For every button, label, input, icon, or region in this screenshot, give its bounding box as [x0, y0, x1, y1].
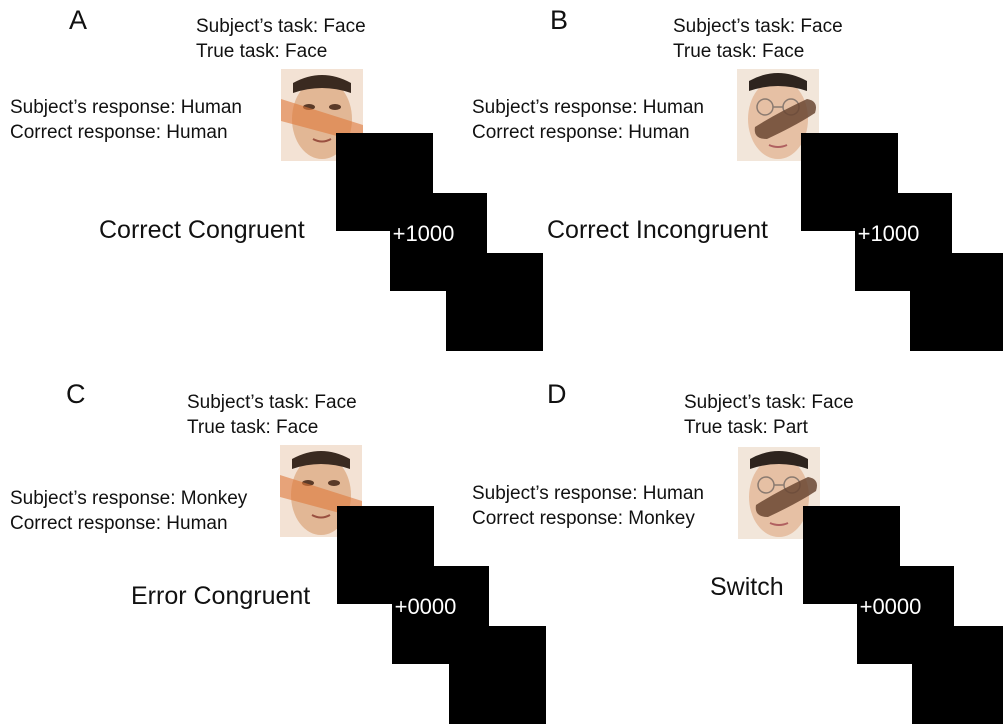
- subject-response-label: Subject’s response: Human: [472, 97, 704, 118]
- screen-square-3: [449, 626, 546, 724]
- correct-response-label: Correct response: Human: [10, 513, 228, 534]
- subject-task-label: Subject’s task: Face: [187, 392, 357, 413]
- panel-c: C Subject’s task: Face True task: Face S…: [0, 0, 546, 724]
- condition-label: Correct Congruent: [99, 216, 305, 244]
- screen-square-3: [910, 253, 1003, 351]
- score-text: +0000: [394, 594, 457, 619]
- panel-letter: D: [547, 379, 567, 409]
- screen-square-2: +1000: [390, 193, 487, 291]
- subject-response-label: Subject’s response: Monkey: [10, 488, 248, 509]
- subject-response-label: Subject’s response: Human: [472, 483, 704, 504]
- true-task-label: True task: Part: [684, 417, 808, 438]
- panel-b: B Subject’s task: Face True task: Face S…: [0, 0, 1003, 363]
- panel-letter: A: [69, 5, 88, 35]
- screen-square-3: [446, 253, 543, 351]
- condition-label: Switch: [710, 573, 784, 601]
- subject-task-label: Subject’s task: Face: [673, 16, 843, 37]
- screen-square-3: [912, 626, 1003, 724]
- correct-response-label: Correct response: Human: [472, 122, 690, 143]
- panel-letter: C: [66, 379, 86, 409]
- subject-response-label: Subject’s response: Human: [10, 97, 242, 118]
- subject-task-label: Subject’s task: Face: [196, 16, 366, 37]
- true-task-label: True task: Face: [673, 41, 805, 62]
- score-text: +1000: [392, 221, 455, 246]
- correct-response-label: Correct response: Monkey: [472, 508, 695, 529]
- condition-label: Error Congruent: [131, 582, 311, 610]
- face-stimulus-image: [281, 69, 363, 161]
- subject-task-label: Subject’s task: Face: [684, 392, 854, 413]
- correct-response-label: Correct response: Human: [10, 122, 228, 143]
- score-text: +1000: [857, 221, 920, 246]
- panel-letter: B: [550, 5, 569, 35]
- condition-label: Correct Incongruent: [547, 216, 768, 244]
- face-orange-overlay-graphic: [281, 69, 363, 161]
- panel-a: A Subject’s task: Face True task: Face S…: [0, 0, 543, 363]
- true-task-label: True task: Face: [187, 417, 319, 438]
- score-text: +0000: [859, 594, 922, 619]
- true-task-label: True task: Face: [196, 41, 328, 62]
